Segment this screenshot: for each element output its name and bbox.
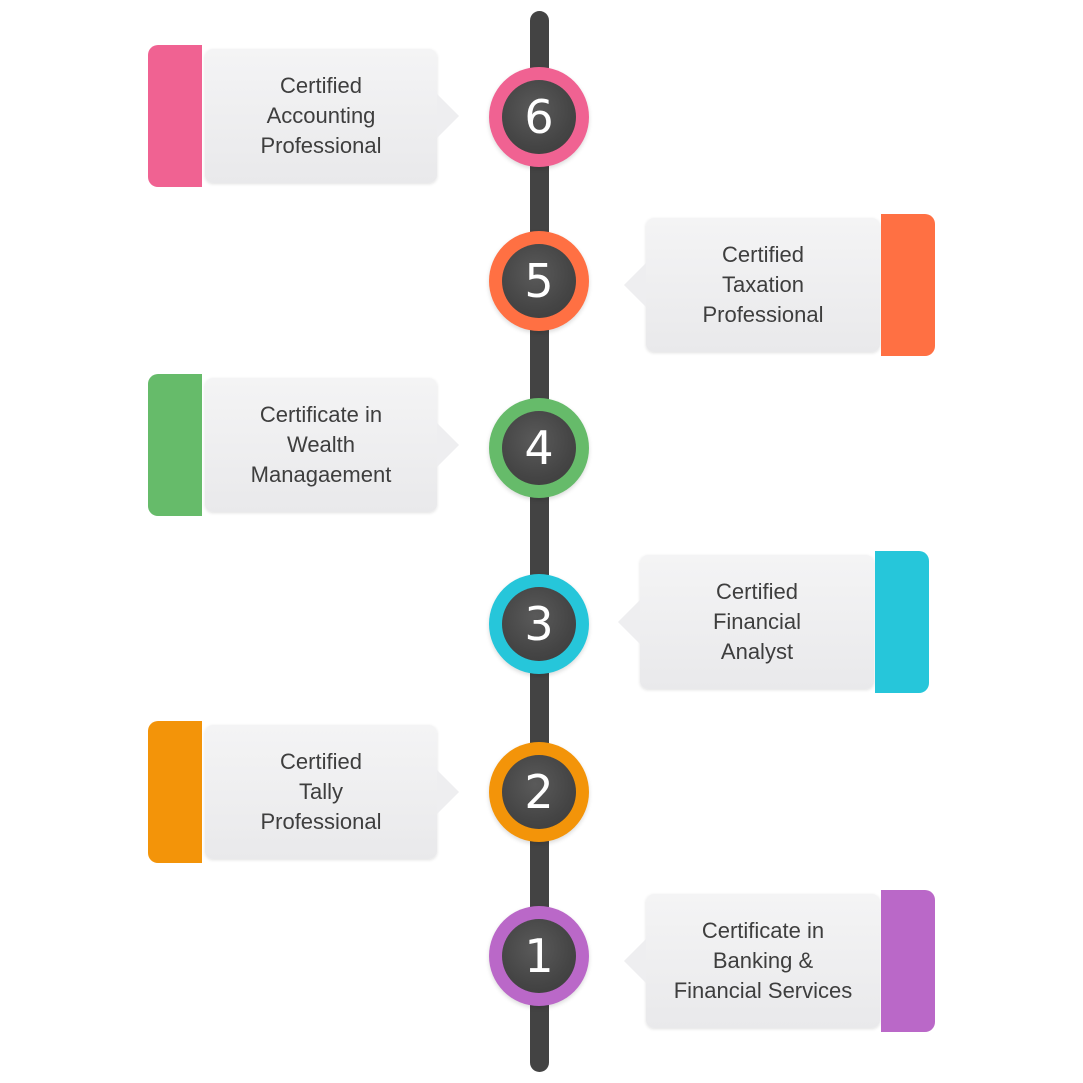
step-4-card: Certificate in Wealth Managaement	[205, 378, 459, 512]
step-6-label: Certified Accounting Professional	[260, 73, 382, 158]
step-5-color-tab	[881, 214, 935, 356]
step-4-color-tab	[148, 374, 202, 516]
step-5-number: 5	[502, 244, 576, 318]
step-1-label: Certificate in Banking & Financial Servi…	[673, 918, 853, 1003]
step-3-number: 3	[502, 587, 576, 661]
step-2-node: 2	[489, 742, 589, 842]
step-1-node: 1	[489, 906, 589, 1006]
step-1-color-tab	[881, 890, 935, 1032]
step-4-label: Certificate in Wealth Managaement	[250, 402, 392, 487]
step-5-card: Certified Taxation Professional	[624, 218, 880, 352]
step-2-label: Certified Tally Professional	[260, 749, 382, 834]
step-3-label: Certified Financial Analyst	[712, 579, 802, 664]
step-5-node: 5	[489, 231, 589, 331]
step-2-color-tab	[148, 721, 202, 863]
step-1-card: Certificate in Banking & Financial Servi…	[624, 894, 880, 1028]
step-5-label: Certified Taxation Professional	[702, 242, 824, 327]
step-6-node: 6	[489, 67, 589, 167]
step-6-card: Certified Accounting Professional	[205, 49, 459, 183]
step-2-number: 2	[502, 755, 576, 829]
step-3-color-tab	[875, 551, 929, 693]
step-2-card: Certified Tally Professional	[205, 725, 459, 859]
step-6-number: 6	[502, 80, 576, 154]
step-1-number: 1	[502, 919, 576, 993]
step-6-color-tab	[148, 45, 202, 187]
step-3-card: Certified Financial Analyst	[618, 555, 874, 689]
step-4-node: 4	[489, 398, 589, 498]
step-3-node: 3	[489, 574, 589, 674]
step-4-number: 4	[502, 411, 576, 485]
